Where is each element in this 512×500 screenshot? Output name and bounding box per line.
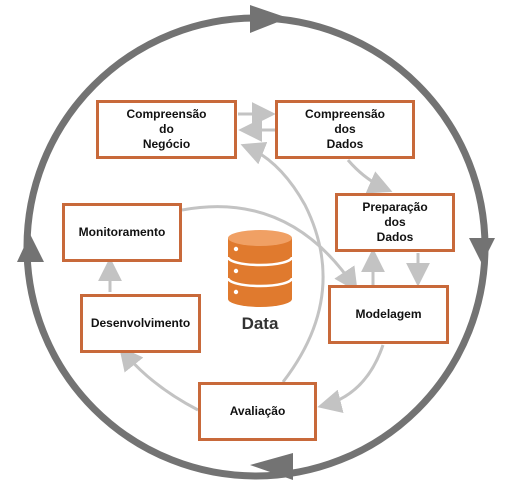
data-preparation-box: Preparação dos Dados — [335, 193, 455, 252]
data-understanding-box: Compreensão dos Dados — [275, 100, 415, 159]
modeling-box: Modelagem — [328, 285, 449, 344]
monitoring-box: Monitoramento — [62, 203, 182, 262]
arrow-evaluation-to-deployment — [119, 346, 199, 412]
arrow-evaluation-to-business — [240, 141, 325, 383]
arrow-monitoring-to-modeling — [181, 205, 358, 292]
data-label: Data — [241, 314, 279, 333]
arrow-modeling-to-evaluation — [317, 344, 385, 413]
arrow-understanding-to-preparation — [346, 159, 393, 194]
outer-arrowhead-top — [250, 5, 288, 33]
outer-arrowhead-right — [469, 238, 495, 264]
outer-arrowhead-left — [17, 234, 44, 262]
database-icon — [226, 230, 294, 307]
deployment-box: Desenvolvimento — [80, 294, 201, 353]
business-understanding-box: Compreensão do Negócio — [96, 100, 237, 159]
evaluation-box: Avaliação — [198, 382, 317, 441]
outer-arrowhead-bottom — [250, 453, 293, 480]
